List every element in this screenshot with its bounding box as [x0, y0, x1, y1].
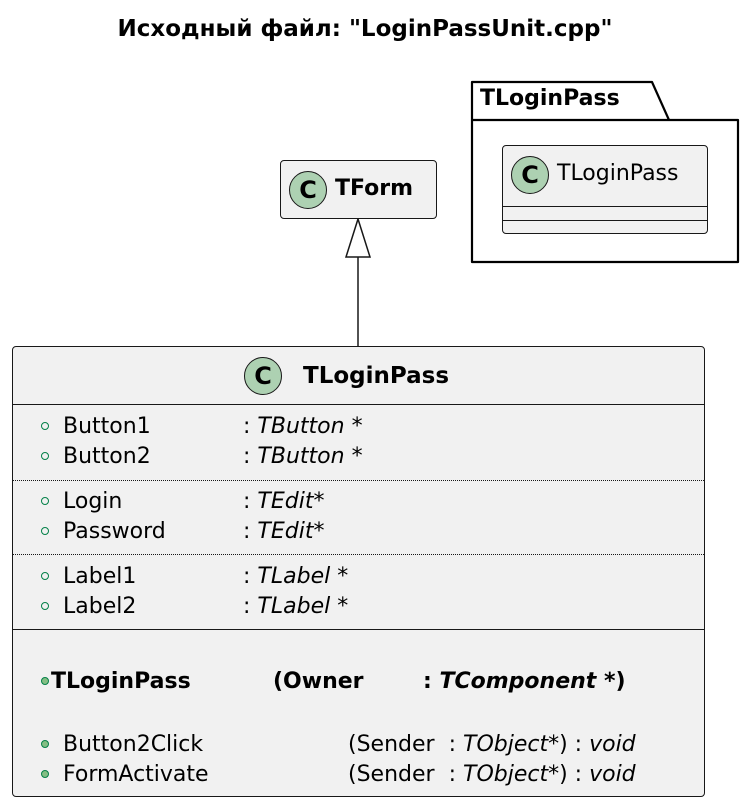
method-signature: (Sender : TObject*) : void [348, 732, 636, 757]
attribute-group-divider [13, 554, 704, 555]
inheritance-arrowhead [344, 216, 372, 258]
attribute-type: : TEdit* [243, 519, 325, 544]
method-name: FormActivate [63, 762, 209, 787]
attribute-name: Password [63, 519, 166, 544]
constructor-param: (Owner [273, 669, 364, 694]
constructor-type: : TComponent *) [423, 669, 626, 694]
main-class-name: TLoginPass [303, 363, 450, 389]
public-visibility-icon [41, 572, 49, 580]
attribute-name: Button2 [63, 444, 151, 469]
parent-class-name: TForm [335, 176, 414, 201]
public-visibility-icon [41, 497, 49, 505]
attribute-type: : TEdit* [243, 489, 325, 514]
package-label: TLoginPass [480, 86, 620, 111]
class-c-icon: C [244, 357, 282, 395]
attribute-name: Login [63, 489, 123, 514]
method-signature: (Sender : TObject*) : void [348, 762, 636, 787]
parent-class-box[interactable]: C TForm [280, 160, 437, 219]
main-class-box[interactable]: C TLoginPass Button1 : TButton * Button2… [12, 346, 705, 797]
public-visibility-icon [41, 527, 49, 535]
public-visibility-icon [41, 452, 49, 460]
attribute-name: Label2 [63, 594, 137, 619]
attribute-type: : TButton * [243, 414, 363, 439]
public-method-icon [41, 677, 49, 685]
package-class-name: TLoginPass [557, 161, 679, 186]
constructor-name: TLoginPass [51, 669, 191, 694]
public-method-icon [41, 770, 49, 778]
class-c-icon: C [289, 171, 327, 209]
divider [503, 206, 707, 207]
header-divider [13, 404, 704, 405]
diagram-title: Исходный файл: "LoginPassUnit.cpp" [117, 16, 613, 42]
method-name: Button2Click [63, 732, 204, 757]
divider [503, 220, 707, 221]
attribute-name: Button1 [63, 414, 151, 439]
public-visibility-icon [41, 602, 49, 610]
public-visibility-icon [41, 422, 49, 430]
class-c-icon: C [511, 156, 549, 194]
attribute-type: : TButton * [243, 444, 363, 469]
attributes-methods-divider [13, 629, 704, 630]
public-method-icon [41, 740, 49, 748]
attribute-name: Label1 [63, 564, 137, 589]
package-class-box[interactable]: C TLoginPass [502, 145, 708, 234]
attribute-type: : TLabel * [243, 594, 349, 619]
attribute-group-divider [13, 480, 704, 481]
attribute-type: : TLabel * [243, 564, 349, 589]
